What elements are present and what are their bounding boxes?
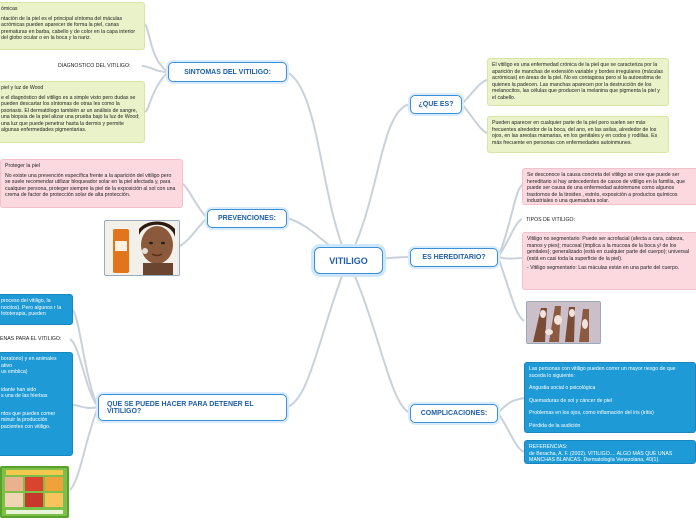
note-text: - Vitiligo segmentario: Las máculas está… <box>527 265 680 271</box>
note-text: ntación de la piel es el principal sínto… <box>1 15 136 42</box>
branch-complicaciones[interactable]: COMPLICACIONES: <box>410 404 498 423</box>
detener-note-proceso: proceso del vitiligo, la nocitos). Pero … <box>0 294 73 325</box>
branch-prevenciones[interactable]: PREVENCIONES: <box>207 209 287 228</box>
note-line: idante han sido <box>1 386 37 393</box>
sintomas-note-diagnostico: piel y luz de Wood e el diagnóstico del … <box>0 81 145 143</box>
branch-que-es[interactable]: ¿QUE ES? <box>410 95 462 114</box>
prevenciones-note: Proteger la piel No existe una prevenció… <box>0 159 183 208</box>
note-line: minuir la producción <box>1 417 48 423</box>
detener-label-remedios: ENAS PARA EL VITILIGO: <box>0 336 62 342</box>
note-line: us emblica) <box>1 369 28 375</box>
note-line: ntos que puedes comer <box>1 410 56 417</box>
tipos-vitiligo-label: TIPOS DE VITILIGO: <box>526 217 576 223</box>
note-text: e el diagnóstico del vitiligo es a simpl… <box>1 94 140 134</box>
sintomas-note-acromicas: ómicas ntación de la piel es el principa… <box>0 2 145 50</box>
note-text: No existe una prevención específica fren… <box>5 172 176 199</box>
referencias-title: REFERENCIAS: <box>529 444 568 450</box>
complicaciones-note-list: Las personas con vitiligo pueden correr … <box>524 362 696 433</box>
note-title: piel y luz de Wood <box>1 85 44 91</box>
note-line: pacientes con vitiligo. <box>1 423 51 430</box>
note-line: ativo <box>1 362 12 369</box>
list-item: Angustia social o psicológica <box>529 385 596 391</box>
note-line: s una de las hierbas <box>1 393 48 399</box>
note-title: ómicas <box>1 6 18 12</box>
list-item: Pérdida de la audición <box>529 422 581 429</box>
diagnostico-label: DIAGNOSTICO DEL VITILIGO: <box>58 63 131 69</box>
detener-note-remedios: boratorio) y en animales ativo us emblic… <box>0 352 73 456</box>
que-es-note-ubicacion: Pueden aparecer en cualquier parte de la… <box>487 116 669 153</box>
note-text: Vitiligo no segmentario: Puede ser acrof… <box>527 236 690 262</box>
fruits-collage-image <box>0 466 69 518</box>
list-item: Las personas con vitiligo pueden correr … <box>529 366 676 379</box>
referencias-note: REFERENCIAS: de Beracha, A. F. (2002). V… <box>524 440 696 464</box>
referencias-text: de Beracha, A. F. (2002). VITILIGO.... A… <box>529 450 673 464</box>
branch-detener[interactable]: QUE SE PUEDE HACER PARA DETENER EL VITIL… <box>98 394 287 421</box>
hereditario-note-causa: Se desconoce la causa concreta del vitil… <box>522 168 696 205</box>
note-line: boratorio) y en animales <box>1 356 57 362</box>
hands-vitiligo-image <box>526 301 601 344</box>
branch-sintomas[interactable]: SINTOMAS DEL VITILIGO: <box>168 62 287 82</box>
list-item: Quemaduras de sol y cáncer de piel <box>529 397 613 404</box>
sunscreen-image <box>104 220 180 276</box>
central-topic-vitiligo[interactable]: VITILIGO <box>314 247 383 274</box>
hereditario-note-tipos: Vitiligo no segmentario: Puede ser acrof… <box>522 232 696 290</box>
que-es-note-definicion: El vitiligo es una enfermedad crónica de… <box>487 58 669 106</box>
branch-hereditario[interactable]: ES HEREDITARIO? <box>410 248 498 267</box>
list-item: Problemas en los ojos, como inflamación … <box>529 410 654 416</box>
note-title: Proteger la piel <box>5 163 40 169</box>
